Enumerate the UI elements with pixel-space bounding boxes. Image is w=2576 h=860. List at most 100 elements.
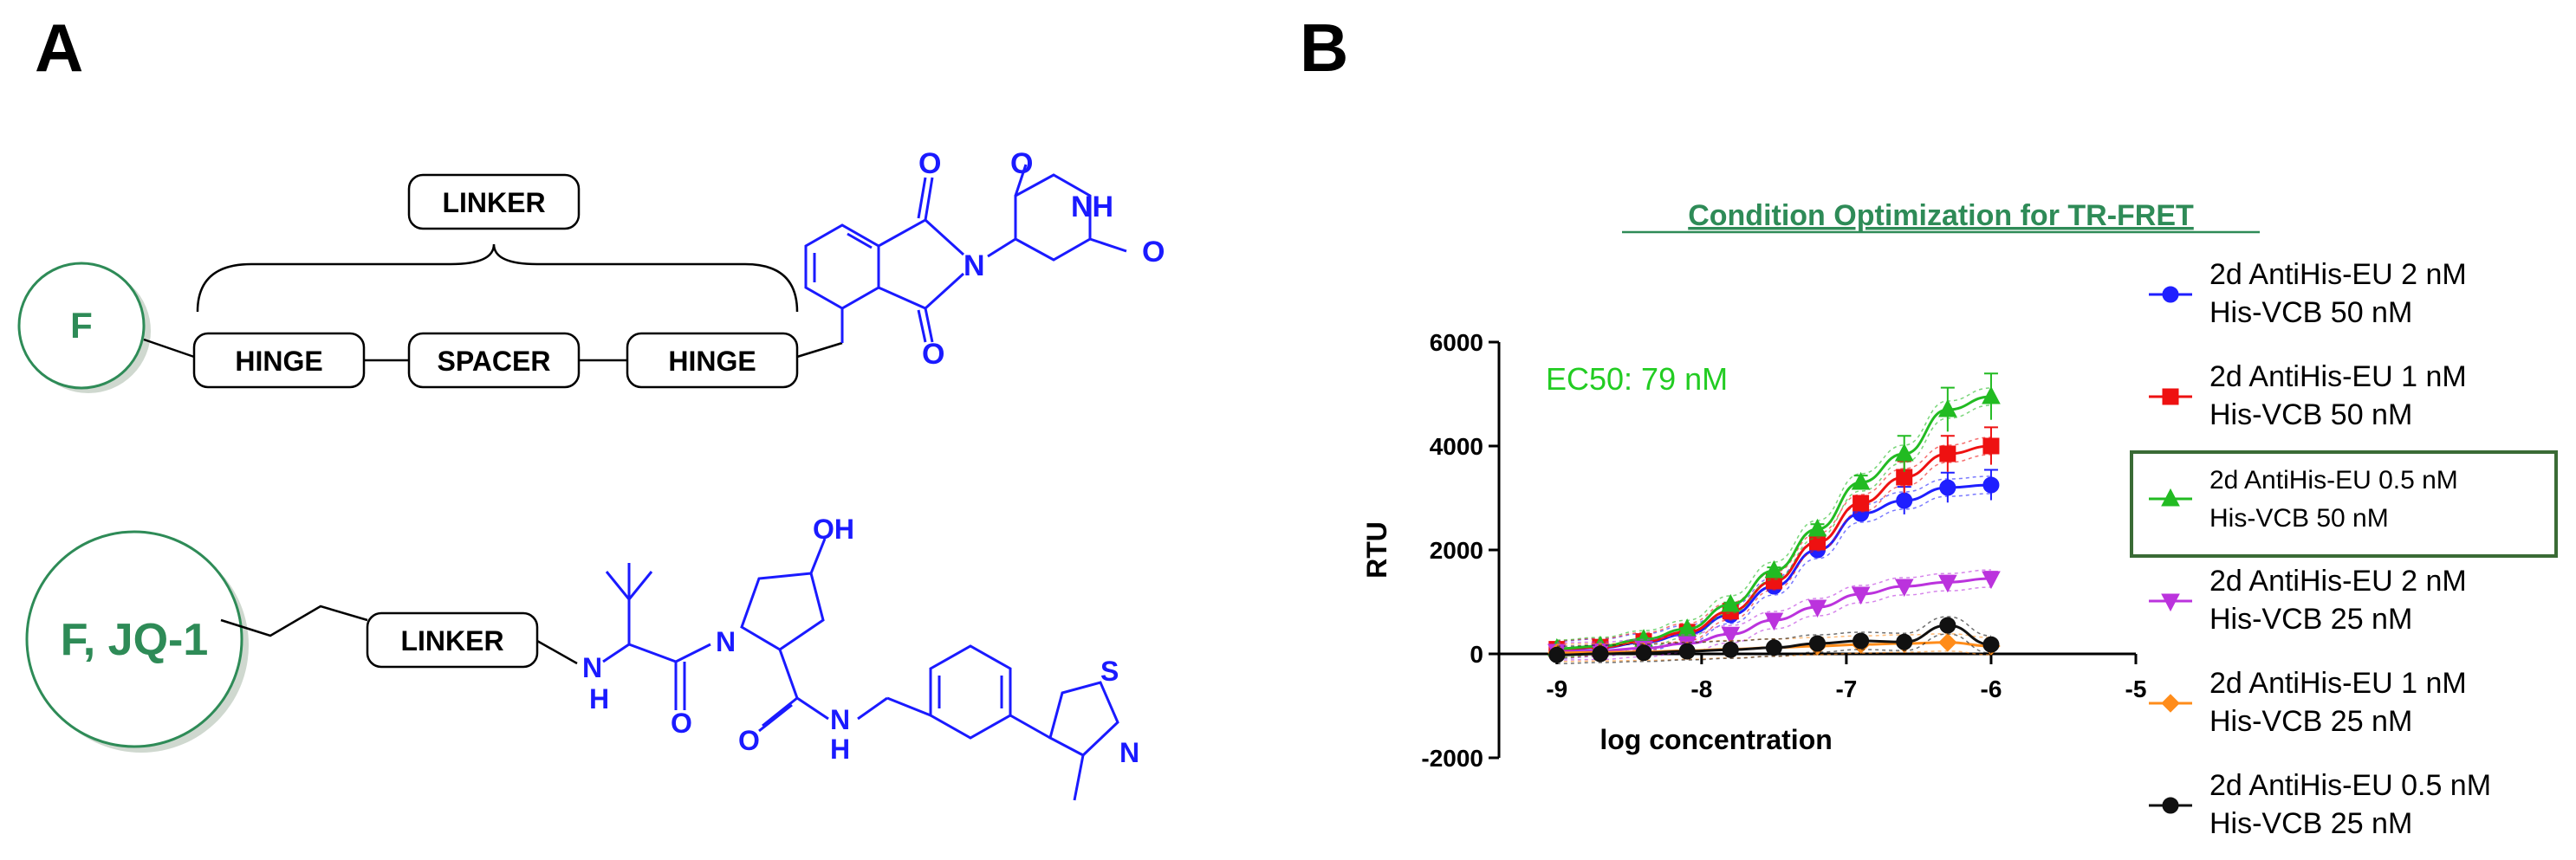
atom-label: O: [918, 147, 941, 180]
bond: [605, 571, 631, 600]
bond: [1009, 714, 1051, 740]
data-point: [1939, 617, 1956, 634]
data-point: [1809, 635, 1826, 652]
atom-label: O: [671, 708, 692, 739]
atom-label: N: [716, 626, 736, 657]
data-point: [1851, 471, 1871, 490]
bond: [628, 643, 677, 663]
data-point: [1764, 559, 1784, 579]
data-point: [1982, 385, 2001, 404]
bond: [857, 696, 888, 721]
legend-marker: [2161, 593, 2180, 612]
confidence-band-upper: [1556, 436, 1991, 642]
legend-marker: [2161, 694, 2180, 713]
x-tick-label: -8: [1690, 676, 1712, 702]
bond: [758, 703, 793, 733]
bond: [987, 237, 1016, 258]
data-point: [1982, 571, 2001, 590]
series-5: [1548, 616, 2000, 664]
confidence-band-upper: [1556, 569, 1991, 643]
legend-label-line2: His-VCB 25 nM: [2209, 603, 2412, 636]
data-point: [1548, 646, 1566, 663]
data-point: [1982, 636, 2000, 653]
data-point: [1982, 437, 2000, 455]
data-point: [1592, 645, 1609, 663]
legend-label-line2: His-VCB 50 nM: [2209, 504, 2389, 533]
legend-label-line1: 2d AntiHis-EU 0.5 nM: [2209, 769, 2491, 802]
data-point: [1678, 643, 1696, 660]
data-point: [1896, 492, 1913, 509]
construct-2: F, JQ-1 LINKER: [25, 530, 578, 753]
linker-label: LINKER: [442, 187, 545, 218]
x-tick-label: -5: [2125, 676, 2147, 702]
molecule-bottom: [602, 538, 1119, 801]
data-point: [1939, 445, 1956, 462]
molecule-bottom-atoms: OH N H N O O N H S N: [582, 514, 1139, 768]
atom-label: S: [1100, 656, 1119, 687]
legend-marker: [2162, 286, 2179, 303]
pyrrolidine-ring: [740, 572, 825, 651]
legend-label-line2: His-VCB 25 nM: [2209, 807, 2412, 840]
y-tick-label: 2000: [1430, 537, 1483, 564]
hinge-label-2: HINGE: [668, 346, 756, 377]
atom-label: NH: [1071, 191, 1113, 223]
atom-label: N: [582, 652, 602, 683]
confidence-band-lower: [1556, 633, 1991, 664]
data-point: [1721, 626, 1741, 645]
atom-label: O: [1142, 236, 1165, 268]
hinge-label-1: HINGE: [235, 346, 322, 377]
linker-box: [407, 173, 581, 230]
data-point: [1938, 398, 1957, 417]
legend-label-line2: His-VCB 50 nM: [2209, 296, 2412, 329]
bond: [762, 696, 798, 727]
bond: [924, 177, 934, 221]
data-point: [1807, 599, 1827, 618]
bond: [1073, 754, 1085, 801]
legend-marker: [2161, 488, 2180, 507]
bond: [924, 272, 965, 310]
connector: [220, 605, 368, 637]
bond: [847, 232, 873, 249]
molecule-top: [804, 164, 1127, 343]
x-axis-label: log concentration: [1599, 724, 1832, 755]
bond: [917, 177, 927, 219]
spacer-label: SPACER: [438, 346, 551, 377]
data-point: [1677, 618, 1697, 637]
phenyl-ring: [929, 644, 1012, 740]
data-point: [1765, 639, 1782, 656]
data-point: [1894, 579, 1914, 598]
linker-brace: [196, 243, 799, 313]
data-point: [1853, 495, 1870, 512]
construct-1: F LINKER HINGE SPACER HINGE: [17, 173, 843, 393]
y-tick-label: 4000: [1430, 433, 1483, 460]
atom-label: H: [830, 734, 850, 765]
atom-label: O: [922, 338, 944, 371]
x-tick-label: -9: [1546, 676, 1567, 702]
legend-label-line2: His-VCB 25 nM: [2209, 705, 2412, 738]
confidence-band-upper: [1556, 387, 1991, 641]
data-point: [1807, 518, 1827, 537]
construct-1-circle-label: F: [70, 305, 93, 346]
legend-marker: [2162, 797, 2179, 814]
confidence-band-lower: [1556, 493, 1991, 659]
connector: [143, 338, 195, 359]
atom-label: O: [738, 725, 760, 756]
data-point: [1938, 633, 1957, 652]
data-point: [1722, 641, 1739, 658]
x-tick-label: -7: [1835, 676, 1857, 702]
bond: [778, 649, 799, 699]
y-tick-label: 0: [1470, 641, 1483, 668]
confidence-band-upper: [1556, 616, 1991, 647]
atom-label: N: [830, 704, 850, 735]
y-tick-label: 6000: [1430, 329, 1483, 356]
data-point: [1721, 593, 1741, 612]
data-point: [1851, 586, 1871, 605]
connector: [796, 341, 843, 359]
data-point: [1939, 479, 1956, 496]
